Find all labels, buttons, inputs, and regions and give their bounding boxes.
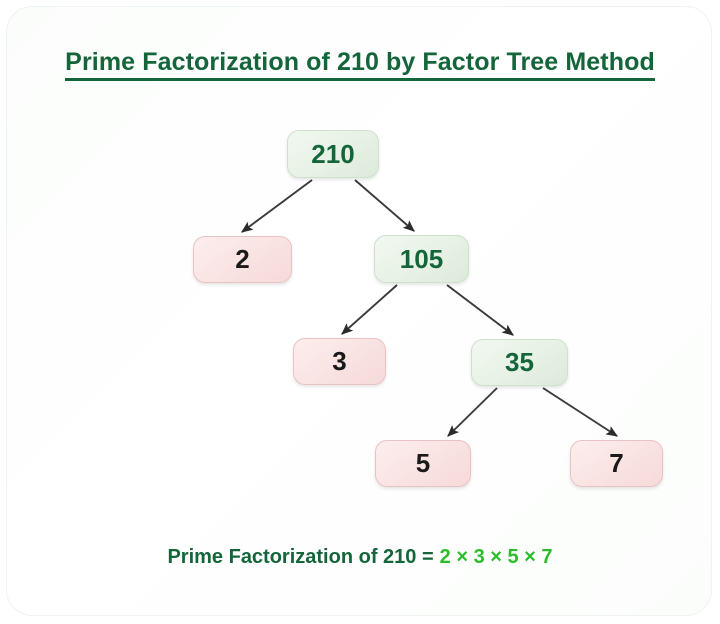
tree-edge-n105-to-n3: [341, 284, 398, 335]
tree-node-210: 210: [287, 130, 379, 178]
page-title: Prime Factorization of 210 by Factor Tre…: [0, 48, 720, 81]
tree-node-label: 7: [609, 448, 624, 478]
tree-edge-n35-to-n7: [542, 387, 618, 437]
tree-node-label: 5: [415, 448, 431, 478]
tree-node-7: 7: [570, 440, 663, 487]
tree-node-label: 105: [399, 243, 444, 274]
tree-edge-n210-to-n2: [241, 179, 313, 233]
tree-node-105: 105: [374, 235, 469, 283]
figure-frame: [6, 6, 712, 616]
caption-factors: 2 × 3 × 5 × 7: [439, 546, 553, 568]
tree-edge-n105-to-n35: [446, 284, 514, 336]
tree-node-5: 5: [375, 440, 471, 487]
page-title-text: Prime Factorization of 210 by Factor Tre…: [65, 48, 655, 81]
tree-node-label: 35: [505, 347, 534, 377]
tree-edge-n35-to-n5: [447, 387, 498, 437]
tree-node-2: 2: [193, 236, 292, 283]
caption: Prime Factorization of 210 =2 × 3 × 5 × …: [0, 546, 720, 569]
tree-node-3: 3: [293, 338, 386, 385]
caption-label: Prime Factorization of 210 =: [167, 546, 434, 568]
tree-node-label: 2: [235, 244, 250, 274]
tree-node-label: 3: [332, 346, 347, 376]
tree-edge-n210-to-n105: [354, 179, 415, 232]
tree-node-label: 210: [311, 138, 355, 169]
tree-node-35: 35: [471, 339, 568, 386]
